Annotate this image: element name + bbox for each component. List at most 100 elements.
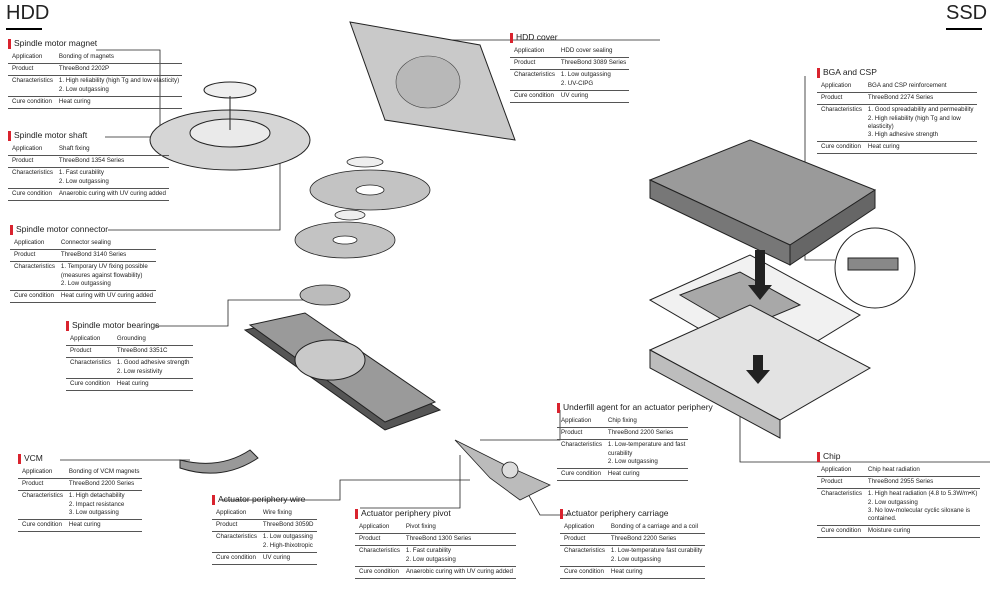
block-title-text: Actuator periphery wire (218, 494, 306, 504)
spindle-motor-part (149, 81, 311, 171)
spec-value-line: ThreeBond 3140 Series (60, 251, 127, 259)
leader-bearings (155, 299, 310, 327)
spec-value-line: Moisture curing (867, 527, 911, 535)
spec-value-line: 3. High adhesive strength (867, 131, 939, 139)
accent-bar (212, 495, 215, 505)
spec-value-line: 1. Low-temperature and fast (607, 441, 686, 449)
spec-value-line: 2. Low outgassing (58, 85, 109, 93)
spec-value: ThreeBond 3059D (262, 519, 317, 533)
spec-value: ThreeBond 3089 Series (560, 57, 630, 71)
accent-bar (510, 33, 513, 43)
spec-key: Application (817, 81, 868, 94)
spec-value: Grounding (116, 334, 193, 347)
block-title-text: Actuator periphery carriage (566, 508, 669, 518)
spec-value-line: 2. Low outgassing (60, 279, 111, 287)
spec-value: Heat curing (68, 519, 143, 533)
spec-value: ThreeBond 2200 Series (607, 427, 689, 441)
spec-value-line: Heat curing with UV curing added (60, 292, 154, 300)
spec-value: UV curing (262, 552, 317, 566)
hdd-cover-part (349, 21, 516, 141)
vcm-part (179, 449, 259, 474)
spec-value-line: 1. Good spreadability and permeability (867, 106, 974, 114)
spec-key: Cure condition (510, 90, 561, 104)
spec-value: ThreeBond 3140 Series (60, 249, 157, 263)
spec-key: Product (212, 519, 263, 533)
spec-value: Shaft fixing (58, 144, 169, 157)
spec-value: Heat curing (116, 378, 193, 392)
spec-key: Cure condition (66, 378, 117, 392)
spec-key: Application (66, 334, 117, 347)
block-title: Underfill agent for an actuator peripher… (557, 402, 717, 413)
spec-value-line: elasticity) (867, 122, 894, 130)
spec-value-line: ThreeBond 1354 Series (58, 157, 125, 165)
spec-key: Application (8, 144, 59, 157)
spec-value: ThreeBond 2202P (58, 63, 183, 77)
spec-key: Application (10, 238, 61, 251)
block-title-text: HDD cover (516, 32, 558, 42)
spec-value: ThreeBond 3351C (116, 345, 193, 359)
block-title-text: Chip (823, 451, 841, 461)
spec-value-line: 1. High reliability (high Tg and low ela… (58, 77, 180, 85)
spec-key: Product (510, 57, 561, 71)
spec-value-line: 1. Good adhesive strength (116, 359, 190, 367)
spec-key: Product (10, 249, 61, 263)
spec-value-line: 1. High heat radiation (4.8 to 5.3W/m•K) (867, 490, 978, 498)
spec-key: Application (557, 416, 608, 429)
spec-key: Product (8, 155, 59, 169)
spec-key: Product (18, 478, 69, 492)
spec-key: Cure condition (212, 552, 263, 566)
spec-value: Bonding of a carriage and a coil (610, 522, 706, 535)
spec-value-line: ThreeBond 2200 Series (610, 535, 677, 543)
spec-value-line: BGA and CSP reinforcement (867, 82, 947, 89)
spec-value-line: Bonding of a carriage and a coil (610, 523, 698, 530)
spec-key: Characteristics (557, 439, 608, 470)
block-title: BGA and CSP (817, 67, 992, 78)
spec-value-line: Heat curing (58, 97, 91, 105)
block-title: Spindle motor connector (10, 224, 200, 235)
block-title-text: Spindle motor bearings (72, 320, 160, 330)
spec-value: ThreeBond 2274 Series (867, 92, 977, 106)
hdd-header-underline (6, 28, 42, 30)
accent-bar (355, 509, 358, 519)
spec-value-line: 1. High detachability (68, 492, 125, 500)
spec-value: 1. High heat radiation (4.8 to 5.3W/m•K)… (867, 488, 981, 527)
leader-underfill (480, 410, 561, 441)
spec-value-line: ThreeBond 1300 Series (405, 535, 472, 543)
spec-key: Cure condition (817, 141, 868, 155)
spec-value-line: Heat curing (607, 470, 640, 478)
block-title: Actuator periphery wire (212, 494, 347, 505)
spec-key: Cure condition (557, 468, 608, 482)
spec-value-line: Chip heat radiation (867, 466, 920, 473)
spec-value-line: Chip fixing (607, 417, 637, 424)
spec-key: Application (817, 465, 868, 478)
spec-value-line: curability (607, 449, 633, 457)
spec-value-line: ThreeBond 2955 Series (867, 478, 934, 486)
spec-value-line: 2. Low outgassing (610, 555, 661, 563)
